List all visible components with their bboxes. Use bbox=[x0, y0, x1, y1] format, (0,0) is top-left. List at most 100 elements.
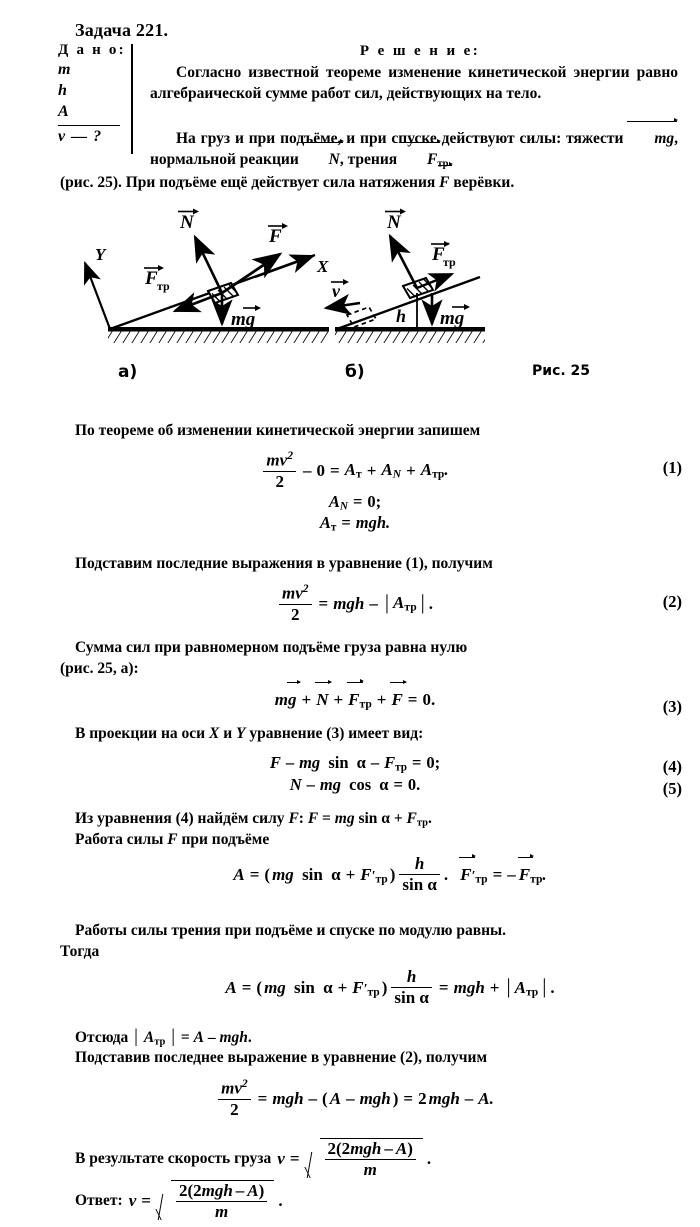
svg-text:F: F bbox=[431, 244, 445, 265]
forces-text-3: , трения bbox=[339, 151, 398, 168]
height-label-b: h bbox=[396, 306, 406, 326]
given-block: Д а н о: m h A v — ? bbox=[58, 42, 130, 146]
paragraph-hence: Отсюда | Aтр | = A – mgh. bbox=[75, 1026, 252, 1048]
equation-work: A=(mg sin α +F′тр) h sin α . F′тр = –Fтр… bbox=[110, 854, 670, 895]
vector-mg-inline: mg bbox=[627, 118, 678, 149]
frac-h-over-sin-alpha-b: h sin α bbox=[391, 967, 432, 1008]
ground-hatch-a bbox=[108, 331, 329, 343]
block-dashed-b bbox=[345, 305, 378, 329]
vector-F-arrow-a bbox=[221, 252, 283, 295]
svg-text:v: v bbox=[332, 281, 341, 301]
equation-2: mv2 2 = mgh – | Aтр |. bbox=[75, 582, 635, 624]
equation-1-body: mv2 2 –0 = Aт + AN + Aтр. bbox=[261, 449, 449, 491]
svg-text:mg: mg bbox=[440, 308, 464, 329]
forces-text-2: , нормальной реакции bbox=[150, 130, 679, 168]
vector-Ftr-subscript: тр bbox=[437, 158, 449, 170]
equation-1b: AN=0; bbox=[75, 492, 635, 512]
sqrt-result: 2(2mgh–A) m bbox=[307, 1138, 423, 1180]
answer-label: Ответ: bbox=[75, 1192, 123, 1210]
incline-line-b bbox=[336, 275, 481, 331]
vector-Ftr-inline: F bbox=[400, 139, 442, 170]
axis-x-label-a: X bbox=[316, 257, 329, 276]
svg-text:F: F bbox=[144, 268, 158, 289]
ground-hatch-b bbox=[335, 331, 485, 343]
paragraph-substitute2: Подставив последнее выражение в уравнени… bbox=[75, 1049, 488, 1066]
vector-N-label-a: N bbox=[178, 208, 199, 233]
frac-mv2-over-2-c: mv2 2 bbox=[218, 1077, 251, 1119]
equation-1-number: (1) bbox=[662, 458, 682, 477]
paragraph-friction-line2: Тогда bbox=[60, 943, 100, 960]
svg-text:mg: mg bbox=[231, 309, 255, 330]
vector-N-label-b: N bbox=[385, 208, 406, 233]
equation-result-body: v= 2(2mgh–A) m . bbox=[277, 1138, 432, 1180]
vector-Ftr-label-b: F тр ´ bbox=[431, 241, 456, 269]
equation-1c-body: Aт=mgh. bbox=[319, 513, 391, 534]
figure-caption: Рис. 25 bbox=[532, 363, 591, 379]
axis-y-arrow-a bbox=[83, 260, 112, 330]
paragraph-tension: (рис. 25). При подъёме ещё действует сил… bbox=[60, 162, 678, 193]
figure-ris-25: X Y N bbox=[60, 198, 680, 398]
vector-N-arrow-a bbox=[193, 234, 224, 294]
vector-Ftr-arrow-a bbox=[172, 291, 223, 313]
figure-label-a: а) bbox=[118, 362, 138, 382]
given-divider-rule bbox=[58, 125, 120, 126]
vector-N-arrow-b bbox=[388, 233, 419, 289]
equation-2-body: mv2 2 = mgh – | Aтр |. bbox=[277, 582, 433, 624]
vector-N-inline: N bbox=[301, 139, 345, 170]
figure-svg: X Y N bbox=[83, 208, 485, 343]
paragraph-theorem: По теореме об изменении кинетической эне… bbox=[75, 422, 481, 439]
svg-text:N: N bbox=[386, 212, 402, 233]
given-variable-h: h bbox=[58, 82, 67, 99]
ground-line-b bbox=[335, 327, 485, 332]
vector-mg-label-b: mg bbox=[440, 304, 470, 329]
svg-text:F: F bbox=[268, 226, 282, 247]
given-variable-A: A bbox=[58, 103, 69, 120]
frac-result: 2(2mgh–A) m bbox=[324, 1139, 416, 1180]
diagram-a: X Y N bbox=[83, 208, 329, 343]
paragraph-work-of-F: Работа силы F при подъёме bbox=[75, 831, 270, 848]
equation-work2-body: A=(mg sin α +F′тр) h sin α =mgh +|Aтр|. bbox=[225, 967, 555, 1008]
frac-h-over-sin-alpha: h sin α bbox=[399, 854, 440, 895]
given-find-target: v — ? bbox=[58, 128, 103, 145]
page-title: Задача 221. bbox=[75, 20, 169, 40]
solution-header: Р е ш е н и е: bbox=[359, 43, 481, 59]
given-label: Д а н о: bbox=[58, 42, 126, 58]
equation-4-body: F–mg sin α –Fтр=0; bbox=[269, 753, 441, 774]
forces-text-1: На груз и при подъёме, и при спуске дейс… bbox=[176, 130, 624, 147]
vector-v-arrow-b bbox=[323, 293, 361, 315]
svg-text:тр: тр bbox=[443, 255, 456, 269]
equation-2-number: (2) bbox=[662, 592, 682, 611]
paragraph-intro-theorem: Согласно известной теореме изменение кин… bbox=[150, 64, 678, 102]
ground-line-a bbox=[108, 327, 329, 332]
diagram-b: v N bbox=[323, 208, 485, 343]
vector-Ftr-label-a: F тр bbox=[144, 265, 170, 293]
frac-mv2-over-2-b: mv2 2 bbox=[278, 582, 312, 624]
tension-text-1: (рис. 25). При подъёме ещё действует сил… bbox=[60, 174, 436, 191]
equation-5: N–mg cos α =0. bbox=[75, 775, 635, 795]
tension-text-2: верёвки. bbox=[453, 174, 515, 191]
prime-mark-b: ´ bbox=[445, 241, 450, 257]
figure-label-b: б) bbox=[345, 362, 365, 382]
result-prefix: В результате скорость груза bbox=[75, 1150, 272, 1168]
paragraph-sum-forces-line2: (рис. 25, а): bbox=[60, 660, 139, 677]
equation-4: F–mg sin α –Fтр=0; bbox=[75, 753, 635, 773]
paragraph-friction-line1: Работы силы трения при подъёме и спуске … bbox=[75, 922, 507, 939]
equation-3: mg + N + Fтр + F =0. bbox=[75, 679, 635, 711]
paragraph-from-eq4: Из уравнения (4) найдём силу F: F = mg s… bbox=[75, 810, 432, 829]
paragraph-forces: На груз и при подъёме, и при спуске дейс… bbox=[150, 118, 679, 174]
vector-v-label-b: v bbox=[331, 279, 349, 301]
equation-1: mv2 2 –0 = Aт + AN + Aтр. bbox=[75, 449, 635, 491]
vector-F-inline: F bbox=[438, 162, 454, 191]
vector-mg-label-a: mg bbox=[231, 305, 261, 330]
equation-work2: A=(mg sin α +F′тр) h sin α =mgh +|Aтр|. bbox=[110, 967, 670, 1008]
frac-mv2-over-2: mv2 2 bbox=[263, 449, 296, 491]
svg-text:тр: тр bbox=[157, 279, 170, 293]
vector-F-label-a: F bbox=[268, 223, 288, 247]
frac-answer: 2(2mgh–A) m bbox=[175, 1181, 268, 1222]
equation-4-number: (4) bbox=[662, 757, 682, 776]
equation-answer-body: v= 2(2mgh–A) m . bbox=[128, 1180, 283, 1222]
equation-3-body: mg + N + Fтр + F =0. bbox=[274, 679, 436, 711]
